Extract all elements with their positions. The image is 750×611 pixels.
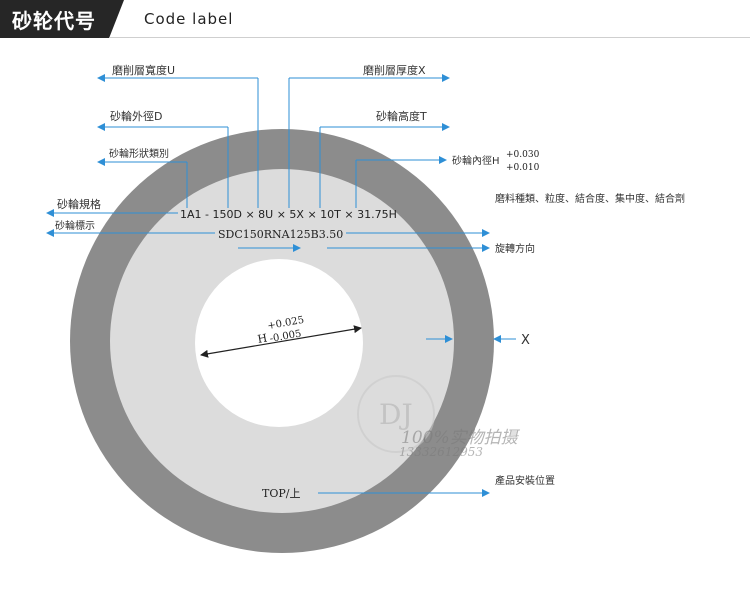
label-outer-diameter: 砂輪外徑D xyxy=(110,109,162,123)
label-shape-category: 砂輪形狀類別 xyxy=(109,147,169,160)
label-spec: 砂輪規格 xyxy=(57,197,101,211)
label-marking: 砂輪標示 xyxy=(55,219,95,232)
header: 砂轮代号 Code label xyxy=(0,0,750,38)
bore-tol-lower: -0.005 xyxy=(269,328,302,344)
wheel-mark-code: SDC150RNA125B3.50 xyxy=(218,228,343,241)
watermark: DJ 100%实物拍摄 13332612953 xyxy=(357,375,521,459)
label-grinding-layer-width: 磨削層寬度U xyxy=(112,63,175,77)
header-divider xyxy=(110,37,750,38)
wheel-spec-code: 1A1 - 150D × 8U × 5X × 10T × 31.75H xyxy=(180,208,397,221)
page-title: 砂轮代号 xyxy=(12,9,96,33)
label-grinding-layer-thickness: 磨削層厚度X xyxy=(363,63,426,77)
label-inner-diameter: 砂輪內徑H xyxy=(452,154,500,167)
label-inner-tol-upper: +0.030 xyxy=(506,150,540,160)
label-abrasive-info: 磨料種類、粒度、結合度、集中度、結合劑 xyxy=(495,192,685,205)
label-x-marker: X xyxy=(521,333,530,348)
watermark-logo-icon xyxy=(357,375,435,453)
label-inner-tol-lower: +0.010 xyxy=(506,163,540,173)
watermark-caption: 100%实物拍摄 xyxy=(401,428,521,448)
header-tab xyxy=(0,0,124,38)
top-label: TOP/上 xyxy=(262,487,300,500)
leader-lines xyxy=(46,74,516,497)
watermark-logo-text: DJ xyxy=(379,398,413,431)
bore-dimension-arrow xyxy=(200,325,362,358)
bore-label: H xyxy=(257,331,269,345)
label-rotation: 旋轉方向 xyxy=(495,242,535,255)
page-subtitle: Code label xyxy=(144,10,234,28)
label-install-position: 產品安裝位置 xyxy=(495,474,555,487)
label-height: 砂輪高度T xyxy=(376,109,427,123)
watermark-phone: 13332612953 xyxy=(399,445,483,459)
